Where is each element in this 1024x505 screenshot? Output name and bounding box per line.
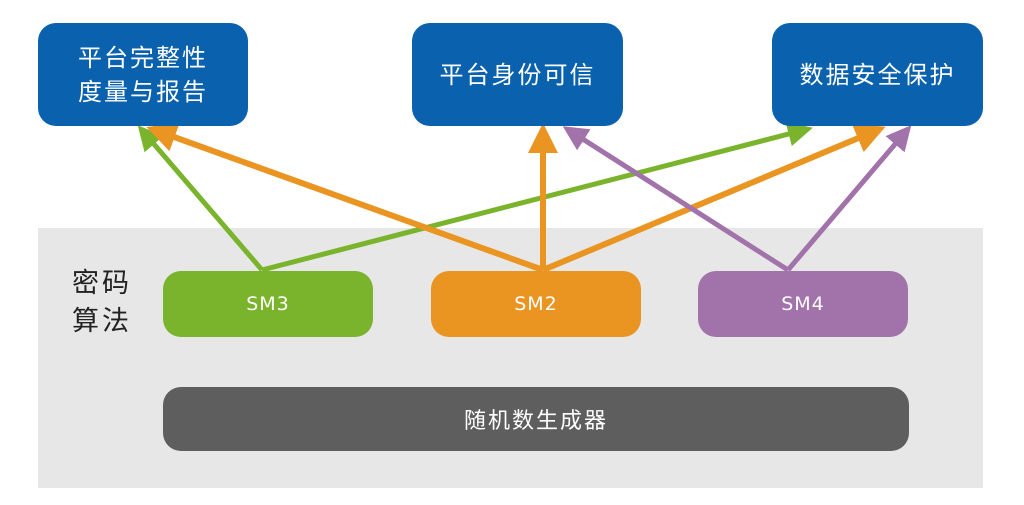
random-number-generator-label: 随机数生成器 [463,409,608,434]
arrow-sm2-to-integrity [146,123,545,273]
target-data-protection-label: 数据安全保护 [799,60,956,89]
arrow-sm3-to-data-protection [261,121,813,273]
target-integrity-line2: 度量与报告 [78,77,208,106]
arrow-sm2-to-data-protection [541,124,886,273]
algorithm-sm3-label: SM3 [246,293,290,315]
target-identity-box: 平台身份可信 [412,23,623,126]
algorithm-sm2-label: SM2 [514,293,558,315]
crypto-algorithm-label: 密码 算法 [72,265,144,341]
algorithm-sm4-box: SM4 [698,271,908,337]
target-data-protection-box: 数据安全保护 [772,23,983,126]
arrow-sm3-to-integrity [137,125,264,272]
arrow-sm4-to-data-protection [786,125,912,272]
target-integrity-box: 平台完整性 度量与报告 [38,23,248,126]
side-label-line2: 算法 [72,306,132,337]
random-number-generator-box: 随机数生成器 [163,387,909,451]
arrow-sm4-to-identity [562,126,790,273]
algorithm-sm3-box: SM3 [163,271,373,337]
target-integrity-line1: 平台完整性 [78,43,208,72]
algorithm-sm2-box: SM2 [431,271,641,337]
algorithm-sm4-label: SM4 [781,293,825,315]
side-label-line1: 密码 [72,268,132,299]
target-identity-label: 平台身份可信 [439,60,596,89]
